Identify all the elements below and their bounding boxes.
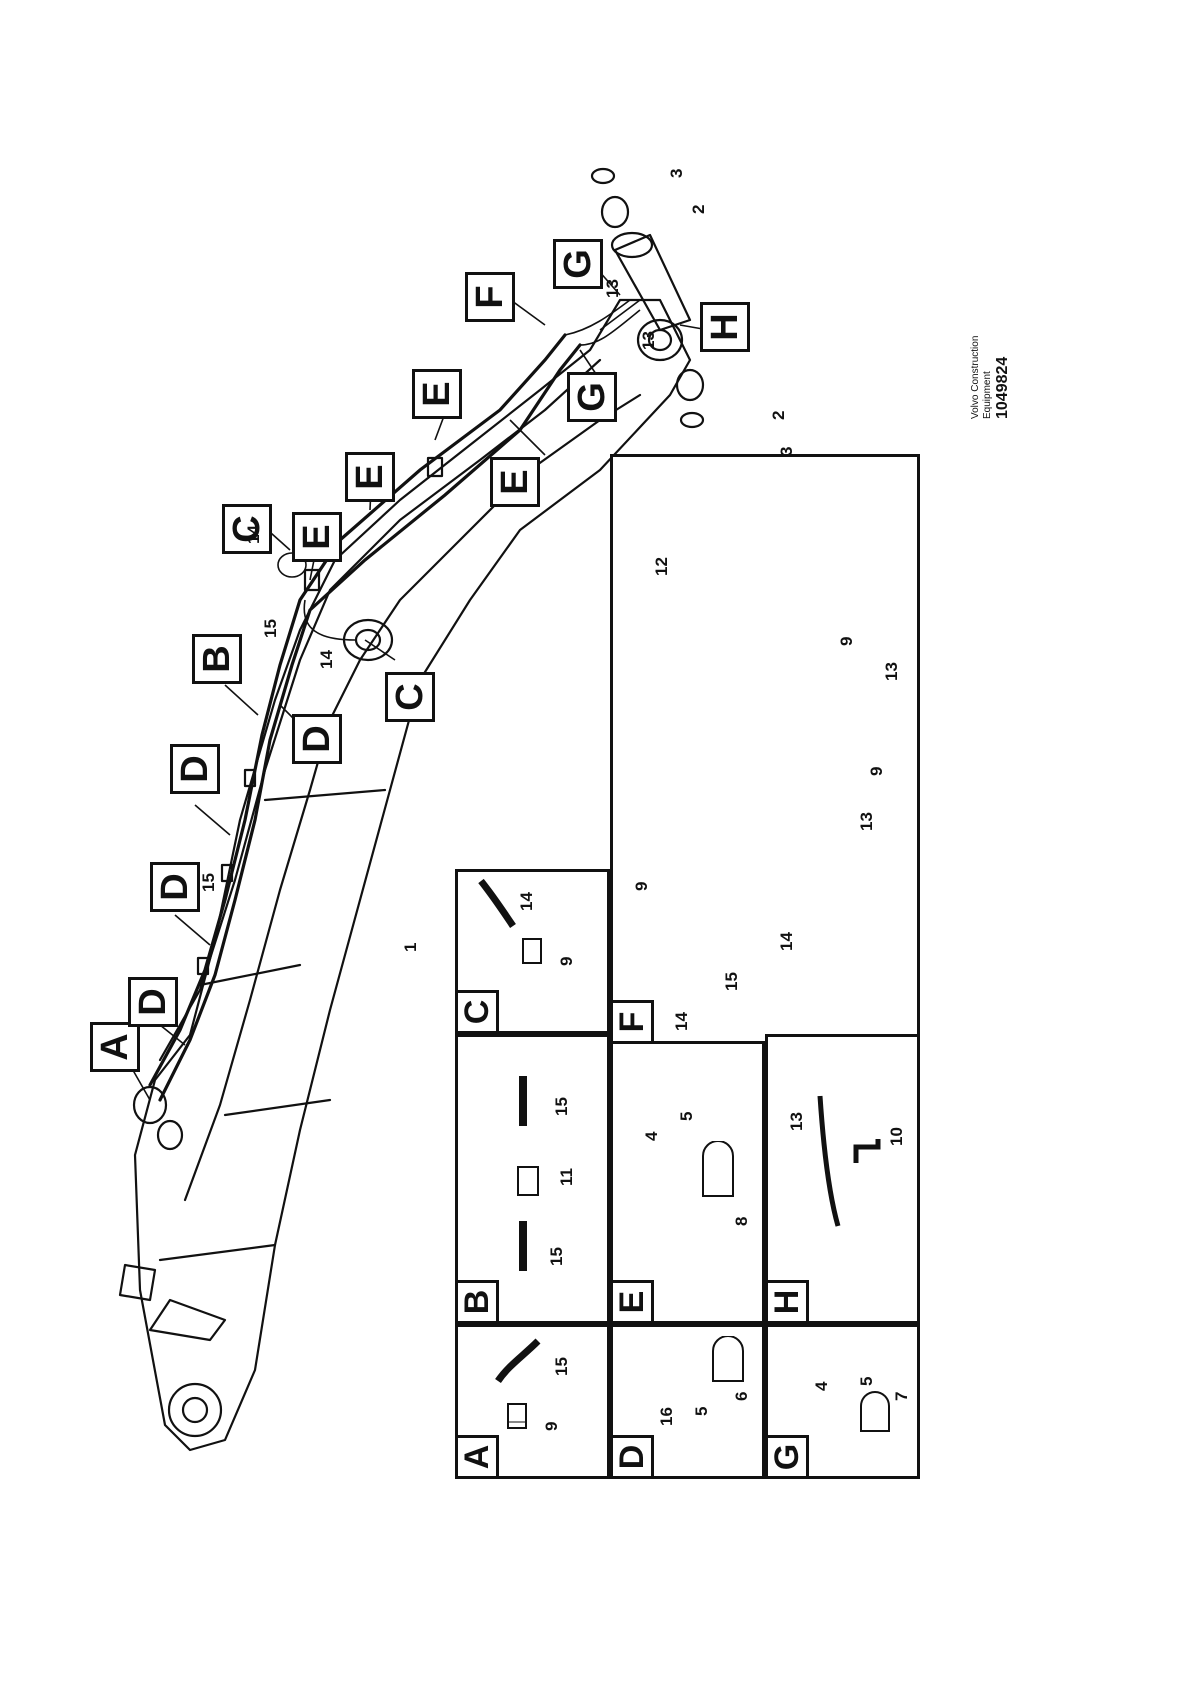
- panel-label: F: [610, 1000, 654, 1044]
- detail-panel-d: D 16 5 6: [610, 1324, 765, 1479]
- callout-b: B: [192, 634, 242, 684]
- part-13a: 13: [603, 279, 622, 298]
- clamp-icon: [712, 1336, 744, 1382]
- part-label: 12: [652, 557, 671, 576]
- detail-panel-b: B 15 11 15: [455, 1034, 610, 1324]
- part-14b: 14: [317, 650, 336, 669]
- detail-panel-e: E 4 5 8: [610, 1034, 765, 1324]
- hose-line-15: [148, 333, 567, 1087]
- panel-label: D: [610, 1435, 654, 1479]
- part-label: 15: [547, 1247, 566, 1266]
- part-label: 13: [787, 1112, 806, 1131]
- part-label: 14: [777, 932, 796, 951]
- fitting-icon: [522, 938, 542, 964]
- part-1: 1: [401, 942, 420, 952]
- part-label: 9: [557, 956, 576, 966]
- callout-g1: G: [553, 239, 603, 289]
- part-label: 5: [857, 1376, 876, 1386]
- caption-company: Volvo Construction: [970, 335, 981, 419]
- part-label: 4: [642, 1131, 661, 1141]
- part-2b: 2: [769, 410, 788, 420]
- callout-h: H: [700, 302, 750, 352]
- callout-d3: D: [170, 744, 220, 794]
- part-label: 8: [732, 1216, 751, 1226]
- part-3a: 3: [667, 168, 686, 178]
- part-14a: 14: [244, 525, 263, 544]
- part-label: 13: [857, 812, 876, 831]
- part-15b: 15: [261, 619, 280, 638]
- panel-label: C: [455, 990, 499, 1034]
- elbow-fitting-icon: [853, 1139, 881, 1163]
- callout-e2: E: [345, 452, 395, 502]
- adapter-icon: [517, 1166, 539, 1196]
- part-label: 14: [517, 892, 536, 911]
- part-label: 16: [657, 1407, 676, 1426]
- callout-e4: E: [490, 457, 540, 507]
- callout-f: F: [465, 272, 515, 322]
- hose-icon: [495, 1338, 541, 1384]
- callout-d1: D: [128, 977, 178, 1027]
- detail-panel-f: F 14 15 14 9 13 9 13 9 12: [610, 454, 920, 1044]
- callout-g2: G: [567, 372, 617, 422]
- part-label: 6: [732, 1391, 751, 1401]
- part-label: 5: [677, 1111, 696, 1121]
- detail-panel-a: A 9 15: [455, 1324, 610, 1479]
- part-15a: 15: [199, 873, 218, 892]
- part-13b: 13: [639, 331, 658, 350]
- part-label: 15: [722, 972, 741, 991]
- caption-company-2: Equipment: [982, 371, 993, 419]
- part-label: 15: [552, 1357, 571, 1376]
- part-2a: 2: [689, 204, 708, 214]
- callout-e1: E: [292, 512, 342, 562]
- image-number: 1049824: [994, 356, 1011, 419]
- part-label: 9: [542, 1421, 561, 1431]
- callout-d2: D: [150, 862, 200, 912]
- callout-a: A: [90, 1022, 140, 1072]
- part-label: 11: [557, 1168, 576, 1186]
- clamp-icon: [860, 1391, 890, 1432]
- panel-label: G: [765, 1435, 809, 1479]
- hose-icon: [478, 878, 516, 928]
- callout-c2: C: [385, 672, 435, 722]
- part-label: 10: [887, 1127, 906, 1146]
- part-label: 9: [837, 636, 856, 646]
- fitting-icon: [507, 1403, 527, 1429]
- panel-label: H: [765, 1280, 809, 1324]
- callout-d4: D: [292, 714, 342, 764]
- part-label: 4: [812, 1381, 831, 1391]
- detail-panel-g: G 4 5 7: [765, 1324, 920, 1479]
- part-label: 14: [672, 1012, 691, 1031]
- part-label: 7: [892, 1391, 911, 1401]
- detail-panel-h: H 13 10: [765, 1034, 920, 1324]
- hose-icon: [519, 1221, 527, 1271]
- panel-label: A: [455, 1435, 499, 1479]
- part-label: 5: [692, 1406, 711, 1416]
- part-label: 13: [882, 662, 901, 681]
- part-label: 9: [867, 766, 886, 776]
- hose-icon: [817, 1095, 841, 1227]
- hose-icon: [519, 1076, 527, 1126]
- part-label: 15: [552, 1097, 571, 1116]
- panel-label: B: [455, 1280, 499, 1324]
- part-label: 9: [632, 881, 651, 891]
- panel-label: E: [610, 1280, 654, 1324]
- detail-panel-c: C 9 14: [455, 869, 610, 1034]
- drawing-caption: Volvo Construction Equipment 1049824: [970, 336, 1012, 419]
- callout-e3: E: [412, 369, 462, 419]
- boom-lower-edge: [183, 393, 642, 1202]
- clamp-icon: [702, 1141, 734, 1197]
